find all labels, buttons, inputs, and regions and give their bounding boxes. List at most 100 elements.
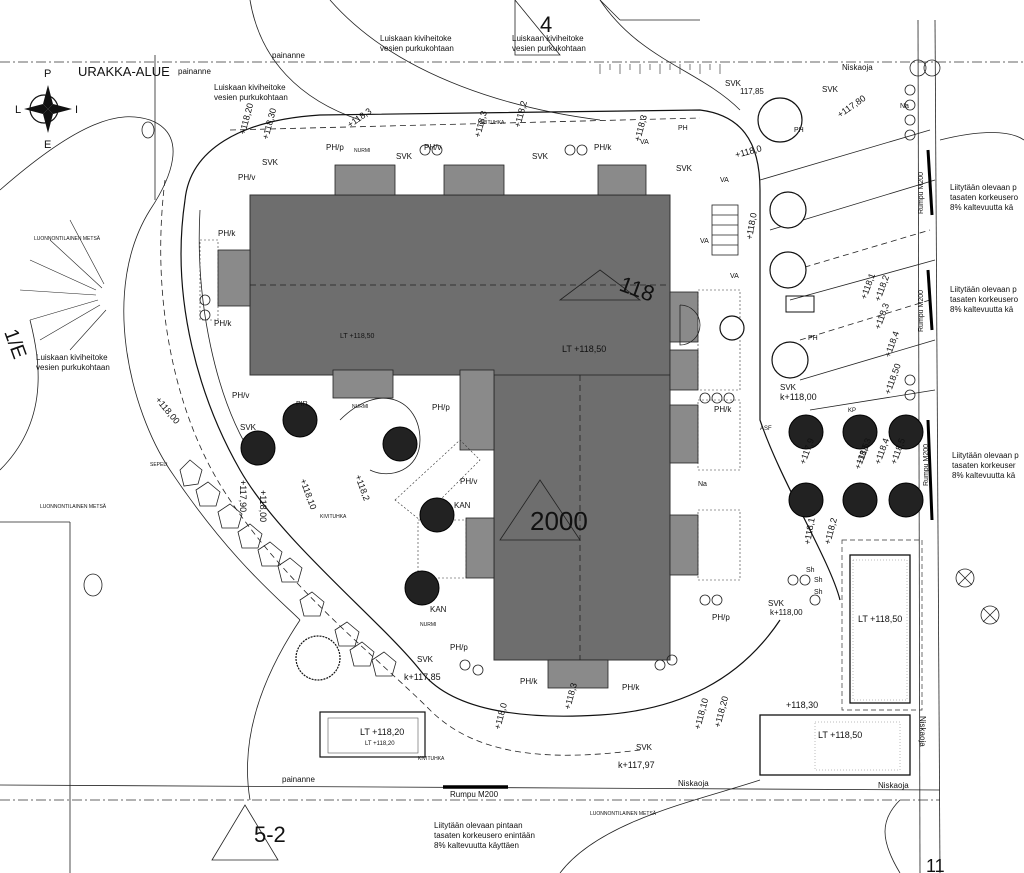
elevation-label: +118,3	[872, 302, 891, 331]
lt-storage2: LT +118,20	[365, 741, 395, 747]
painanne-top-label: painanne	[272, 51, 305, 60]
building-number: 2000	[530, 506, 588, 536]
svk-label-2: SVK	[396, 152, 413, 161]
porches	[217, 164, 699, 689]
building-wing-bottom	[493, 374, 671, 661]
niskaoja-top-label: Niskaoja	[842, 63, 873, 72]
note-luiskaan-3a: Luiskaan kiviheitoke	[214, 83, 286, 92]
zone-br-number: 11	[926, 856, 945, 873]
note-liitytaan-bottom-a: Liitytään olevaan pintaan	[434, 821, 523, 830]
k-117-85-top: 117,85	[740, 87, 764, 96]
culverts	[443, 149, 934, 789]
elevation-label: +118,30	[786, 700, 818, 710]
lt-building-a: LT +118,50	[340, 333, 375, 340]
main-building	[249, 194, 671, 661]
elevation-label: +118,0	[744, 212, 759, 240]
note-liitytaan-r1c: 8% kaltevuutta kä	[950, 203, 1014, 212]
k-118-00b: k+118,00	[770, 608, 803, 617]
forest-label-left: LUONNONTILAINEN METSÄ	[34, 235, 101, 242]
slope-hatching	[19, 64, 721, 351]
note-liitytaan-r2c: 8% kaltevuutta kä	[950, 305, 1014, 314]
note-luiskaan-4a: Luiskaan kiviheitoke	[36, 353, 108, 362]
svk-label-8: SVK	[417, 655, 434, 664]
elevation-label: +118,1	[802, 517, 817, 545]
note-liitytaan-r1a: Liitytään olevaan p	[950, 183, 1017, 192]
zone-bottom-number: 5-2	[254, 822, 286, 847]
ph-label-2: PH	[794, 127, 804, 134]
note-liitytaan-r1b: tasaten korkeusero	[950, 193, 1019, 202]
elevation-label: +118,0	[734, 143, 763, 160]
road-outline	[160, 109, 841, 756]
lt-shed: LT +118,50	[858, 614, 902, 624]
note-luiskaan-1a: Luiskaan kiviheitoke	[380, 34, 452, 43]
elevation-label: +117,80	[835, 93, 867, 120]
ph-k-5: PH/k	[520, 677, 538, 686]
north-arrow: P L I E	[15, 68, 78, 151]
svk-label-10: SVK	[768, 599, 785, 608]
niskaoja-bottom-label: Niskaoja	[678, 779, 709, 788]
elevation-label: +118,20	[712, 695, 730, 729]
zone-top-number: 4	[540, 12, 552, 37]
painanne-top2-label: painanne	[178, 67, 211, 76]
elevation-label: +118,50	[882, 362, 902, 396]
kivituhka-label-1: KIVITUHKA	[478, 120, 505, 126]
sh-label-2: Sh	[814, 577, 823, 584]
note-luiskaan-1b: vesien purkukohtaan	[380, 44, 454, 53]
va-label-3: VA	[700, 238, 709, 245]
note-liitytaan-r2b: tasaten korkeusero	[950, 295, 1019, 304]
painanne-bottom-label: painanne	[282, 775, 315, 784]
text-labels: URAKKA-ALUE Luiskaan kiviheitoke vesien …	[0, 12, 1019, 873]
note-liitytaan-r3b: tasaten korkeuser	[952, 461, 1016, 470]
k-117-97: k+117,97	[618, 760, 655, 770]
compass-east: I	[75, 104, 78, 116]
svk-label-4: SVK	[676, 164, 693, 173]
note-luiskaan-2a: Luiskaan kiviheitoke	[512, 34, 584, 43]
svk-label-11: SVK	[636, 743, 653, 752]
svk-label-9: SVK	[780, 383, 797, 392]
zone-markers	[211, 0, 642, 861]
sheds	[319, 539, 923, 776]
rumpu-right1-label: Rumpu M200	[918, 172, 925, 214]
kan-label-2: KAN	[430, 605, 447, 614]
note-luiskaan-2b: vesien purkukohtaan	[512, 44, 586, 53]
note-luiskaan-4b: vesien purkukohtaan	[36, 363, 110, 372]
note-liitytaan-r3a: Liitytään olevaan p	[952, 451, 1019, 460]
compass-south: E	[44, 139, 51, 151]
note-luiskaan-3b: vesien purkukohtaan	[214, 93, 288, 102]
svk-label-7: SVK	[240, 423, 257, 432]
forest-label-left2: LUONNONTILAINEN METSÄ	[40, 503, 107, 510]
elevation-label: +117,90	[238, 480, 248, 512]
elevation-label: +118,2	[512, 100, 529, 129]
ph-p-2: PH/p	[432, 403, 450, 412]
kivituhka-label-3: KIVITUHKA	[418, 756, 445, 762]
asf-label: ASF	[760, 426, 772, 432]
ph-label-1: PH	[678, 125, 688, 132]
compass-north: P	[44, 68, 51, 80]
pir-label: PIR	[296, 401, 308, 408]
trees	[29, 94, 924, 681]
elevation-label: +118,2	[822, 517, 839, 546]
elevation-label: +118,00	[153, 395, 181, 426]
elevation-label: +118,10	[298, 477, 318, 511]
ph-k-2: PH/k	[214, 319, 232, 328]
urakka-alue-label: URAKKA-ALUE	[78, 64, 170, 79]
elevation-label: +118,3	[345, 106, 373, 130]
niskaoja-bottom2-label: Niskaoja	[878, 781, 909, 790]
zone-left-number: 1/E	[0, 326, 30, 362]
rumpu-bottom-label: Rumpu M200	[450, 790, 499, 799]
forest-label-bottom: LUONNONTILAINEN METSÄ	[590, 810, 657, 817]
va-label-4: VA	[730, 273, 739, 280]
va-label-1: VA	[640, 139, 649, 146]
note-liitytaan-r2a: Liitytään olevaan p	[950, 285, 1017, 294]
na-label-1: Na	[698, 481, 707, 488]
note-liitytaan-r3c: 8% kaltevuutta kä	[952, 471, 1016, 480]
ph-v-2: PH/v	[424, 143, 441, 152]
compass-west: L	[15, 104, 21, 116]
elevation-label: +118,20	[237, 102, 255, 136]
svk-label-6: SVK	[822, 85, 839, 94]
k-117-85-bottom: k+117,85	[404, 672, 441, 682]
lt-building-b: LT +118,50	[562, 344, 606, 354]
svk-label-3: SVK	[532, 152, 549, 161]
kp-label: KP	[848, 408, 856, 414]
